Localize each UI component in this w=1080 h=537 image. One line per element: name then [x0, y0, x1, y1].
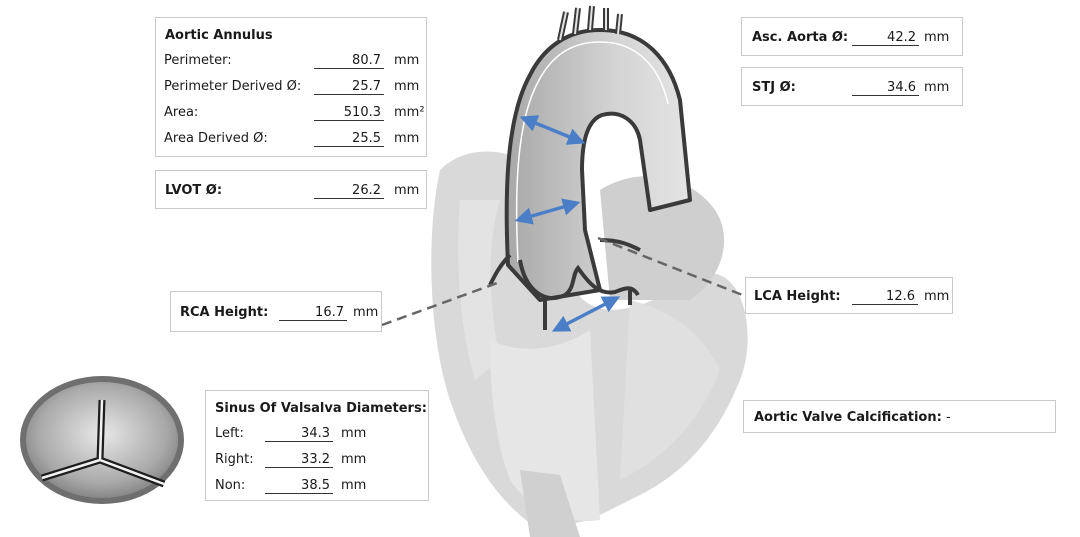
stj-arrow [514, 198, 581, 225]
sinus-right-value: 33.2 [265, 452, 333, 468]
leader-lines [381, 236, 746, 327]
stj-panel: STJ Ø: 34.6 mm [741, 67, 963, 106]
asc-aorta-value: 42.2 [852, 30, 919, 46]
measurement-arrows [514, 115, 621, 332]
sinus-non-value: 38.5 [265, 478, 333, 494]
area-derived-row: Area Derived Ø: 25.5 mm [164, 131, 426, 147]
perimeter-derived-unit: mm [394, 79, 420, 94]
asc-aorta-arrow [519, 115, 586, 145]
calcification-label: Aortic Valve Calcification: [754, 410, 942, 425]
heart-body [431, 151, 748, 537]
stj-value: 34.6 [852, 80, 919, 96]
aortic-valve-icon [20, 376, 184, 504]
area-derived-label: Area Derived Ø: [164, 131, 268, 146]
sinus-right-label: Right: [215, 452, 254, 467]
area-row: Area: 510.3 mm² [164, 105, 426, 121]
sinus-left-value: 34.3 [265, 426, 333, 442]
sinus-non-row: Non: 38.5 mm [215, 478, 427, 494]
lca-height-value: 12.6 [852, 289, 918, 305]
lca-height-label: LCA Height: [754, 289, 841, 304]
rca-height-panel: RCA Height: 16.7 mm [170, 291, 382, 332]
sinus-left-row: Left: 34.3 mm [215, 426, 427, 442]
lca-height-unit: mm [924, 289, 950, 304]
sinus-left-label: Left: [215, 426, 244, 441]
sinus-panel: Sinus Of Valsalva Diameters: Left: 34.3 … [205, 390, 429, 501]
perimeter-value: 80.7 [314, 53, 384, 69]
perimeter-label: Perimeter: [164, 53, 232, 68]
calcification-panel: Aortic Valve Calcification: - [743, 400, 1056, 433]
asc-aorta-panel: Asc. Aorta Ø: 42.2 mm [741, 17, 963, 56]
aorta-arch [488, 5, 692, 330]
perimeter-derived-value: 25.7 [314, 79, 384, 95]
aortic-annulus-panel: Aortic Annulus Perimeter: 80.7 mm Perime… [155, 17, 427, 157]
stj-label: STJ Ø: [752, 80, 796, 95]
rca-height-row: RCA Height: 16.7 mm [180, 305, 380, 321]
lca-leader [597, 236, 746, 298]
sinus-right-row: Right: 33.2 mm [215, 452, 427, 468]
area-derived-value: 25.5 [314, 131, 384, 147]
lca-height-panel: LCA Height: 12.6 mm [745, 277, 953, 314]
lvot-panel: LVOT Ø: 26.2 mm [155, 170, 427, 209]
asc-aorta-row: Asc. Aorta Ø: 42.2 mm [752, 30, 962, 46]
lvot-label: LVOT Ø: [165, 183, 223, 198]
sinus-non-label: Non: [215, 478, 246, 493]
perimeter-derived-label: Perimeter Derived Ø: [164, 79, 302, 94]
area-value: 510.3 [314, 105, 384, 121]
sinus-left-unit: mm [341, 426, 367, 441]
area-derived-unit: mm [394, 131, 420, 146]
asc-aorta-label: Asc. Aorta Ø: [752, 30, 849, 45]
rca-height-label: RCA Height: [180, 305, 269, 320]
sinus-non-unit: mm [341, 478, 367, 493]
lvot-value: 26.2 [314, 183, 384, 199]
sinus-title: Sinus Of Valsalva Diameters: [215, 401, 427, 416]
stj-unit: mm [924, 80, 950, 95]
lvot-unit: mm [394, 183, 420, 198]
calcification-value: - [946, 410, 951, 425]
perimeter-row: Perimeter: 80.7 mm [164, 53, 426, 69]
rca-leader [381, 280, 501, 327]
aortic-annulus-title: Aortic Annulus [165, 28, 273, 43]
annulus-arrow [551, 296, 621, 332]
perimeter-unit: mm [394, 53, 420, 68]
rca-height-unit: mm [353, 305, 379, 320]
calcification-row: Aortic Valve Calcification: - [754, 410, 1054, 426]
lca-height-row: LCA Height: 12.6 mm [754, 289, 952, 305]
area-unit: mm² [394, 105, 425, 120]
stj-row: STJ Ø: 34.6 mm [752, 80, 962, 96]
area-label: Area: [164, 105, 199, 120]
asc-aorta-unit: mm [924, 30, 950, 45]
rca-height-value: 16.7 [279, 305, 347, 321]
lvot-row: LVOT Ø: 26.2 mm [165, 183, 427, 199]
sinus-right-unit: mm [341, 452, 367, 467]
perimeter-derived-row: Perimeter Derived Ø: 25.7 mm [164, 79, 426, 95]
